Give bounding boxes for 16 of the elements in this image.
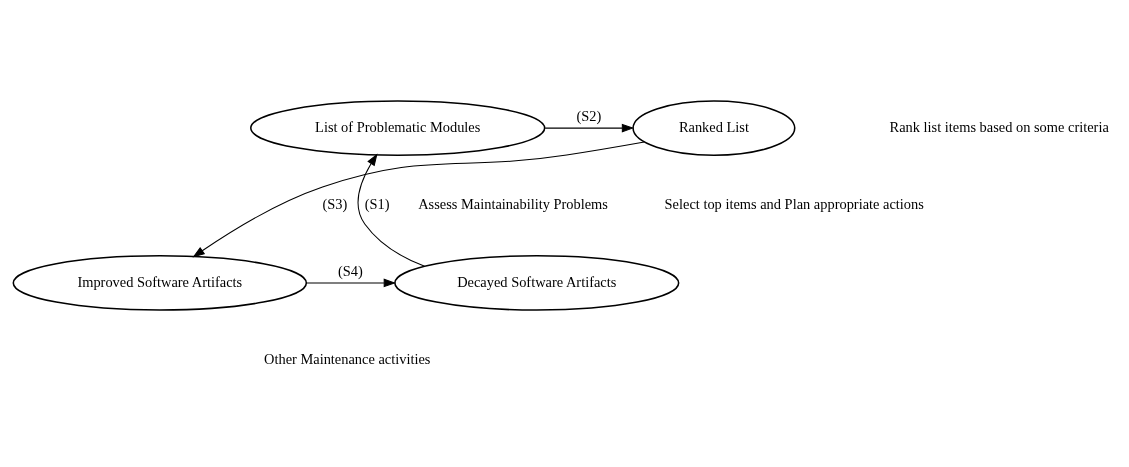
- arrow: [357, 152, 426, 267]
- edge-label: (S1): [364, 195, 390, 212]
- node-ellipse: Decayed Software Artifacts: [394, 254, 680, 311]
- arrow: [305, 278, 397, 287]
- node-ellipse: Improved Software Artifacts: [12, 254, 308, 311]
- label: Assess Maintainability Problems: [418, 195, 608, 212]
- edge-label: (S4): [338, 262, 363, 279]
- edge-label: (S2): [576, 107, 602, 124]
- node-ellipse: List of Problematic Modules: [250, 99, 546, 156]
- arrow: [544, 123, 635, 132]
- arrow: [192, 141, 645, 258]
- label: Other Maintenance activities: [264, 350, 431, 367]
- label: Select top items and Plan appropriate actions: [664, 195, 924, 212]
- label: Rank list items based on some criteria: [889, 118, 1109, 135]
- edge-label: (S3): [322, 195, 348, 212]
- node-ellipse: Ranked List: [632, 99, 796, 156]
